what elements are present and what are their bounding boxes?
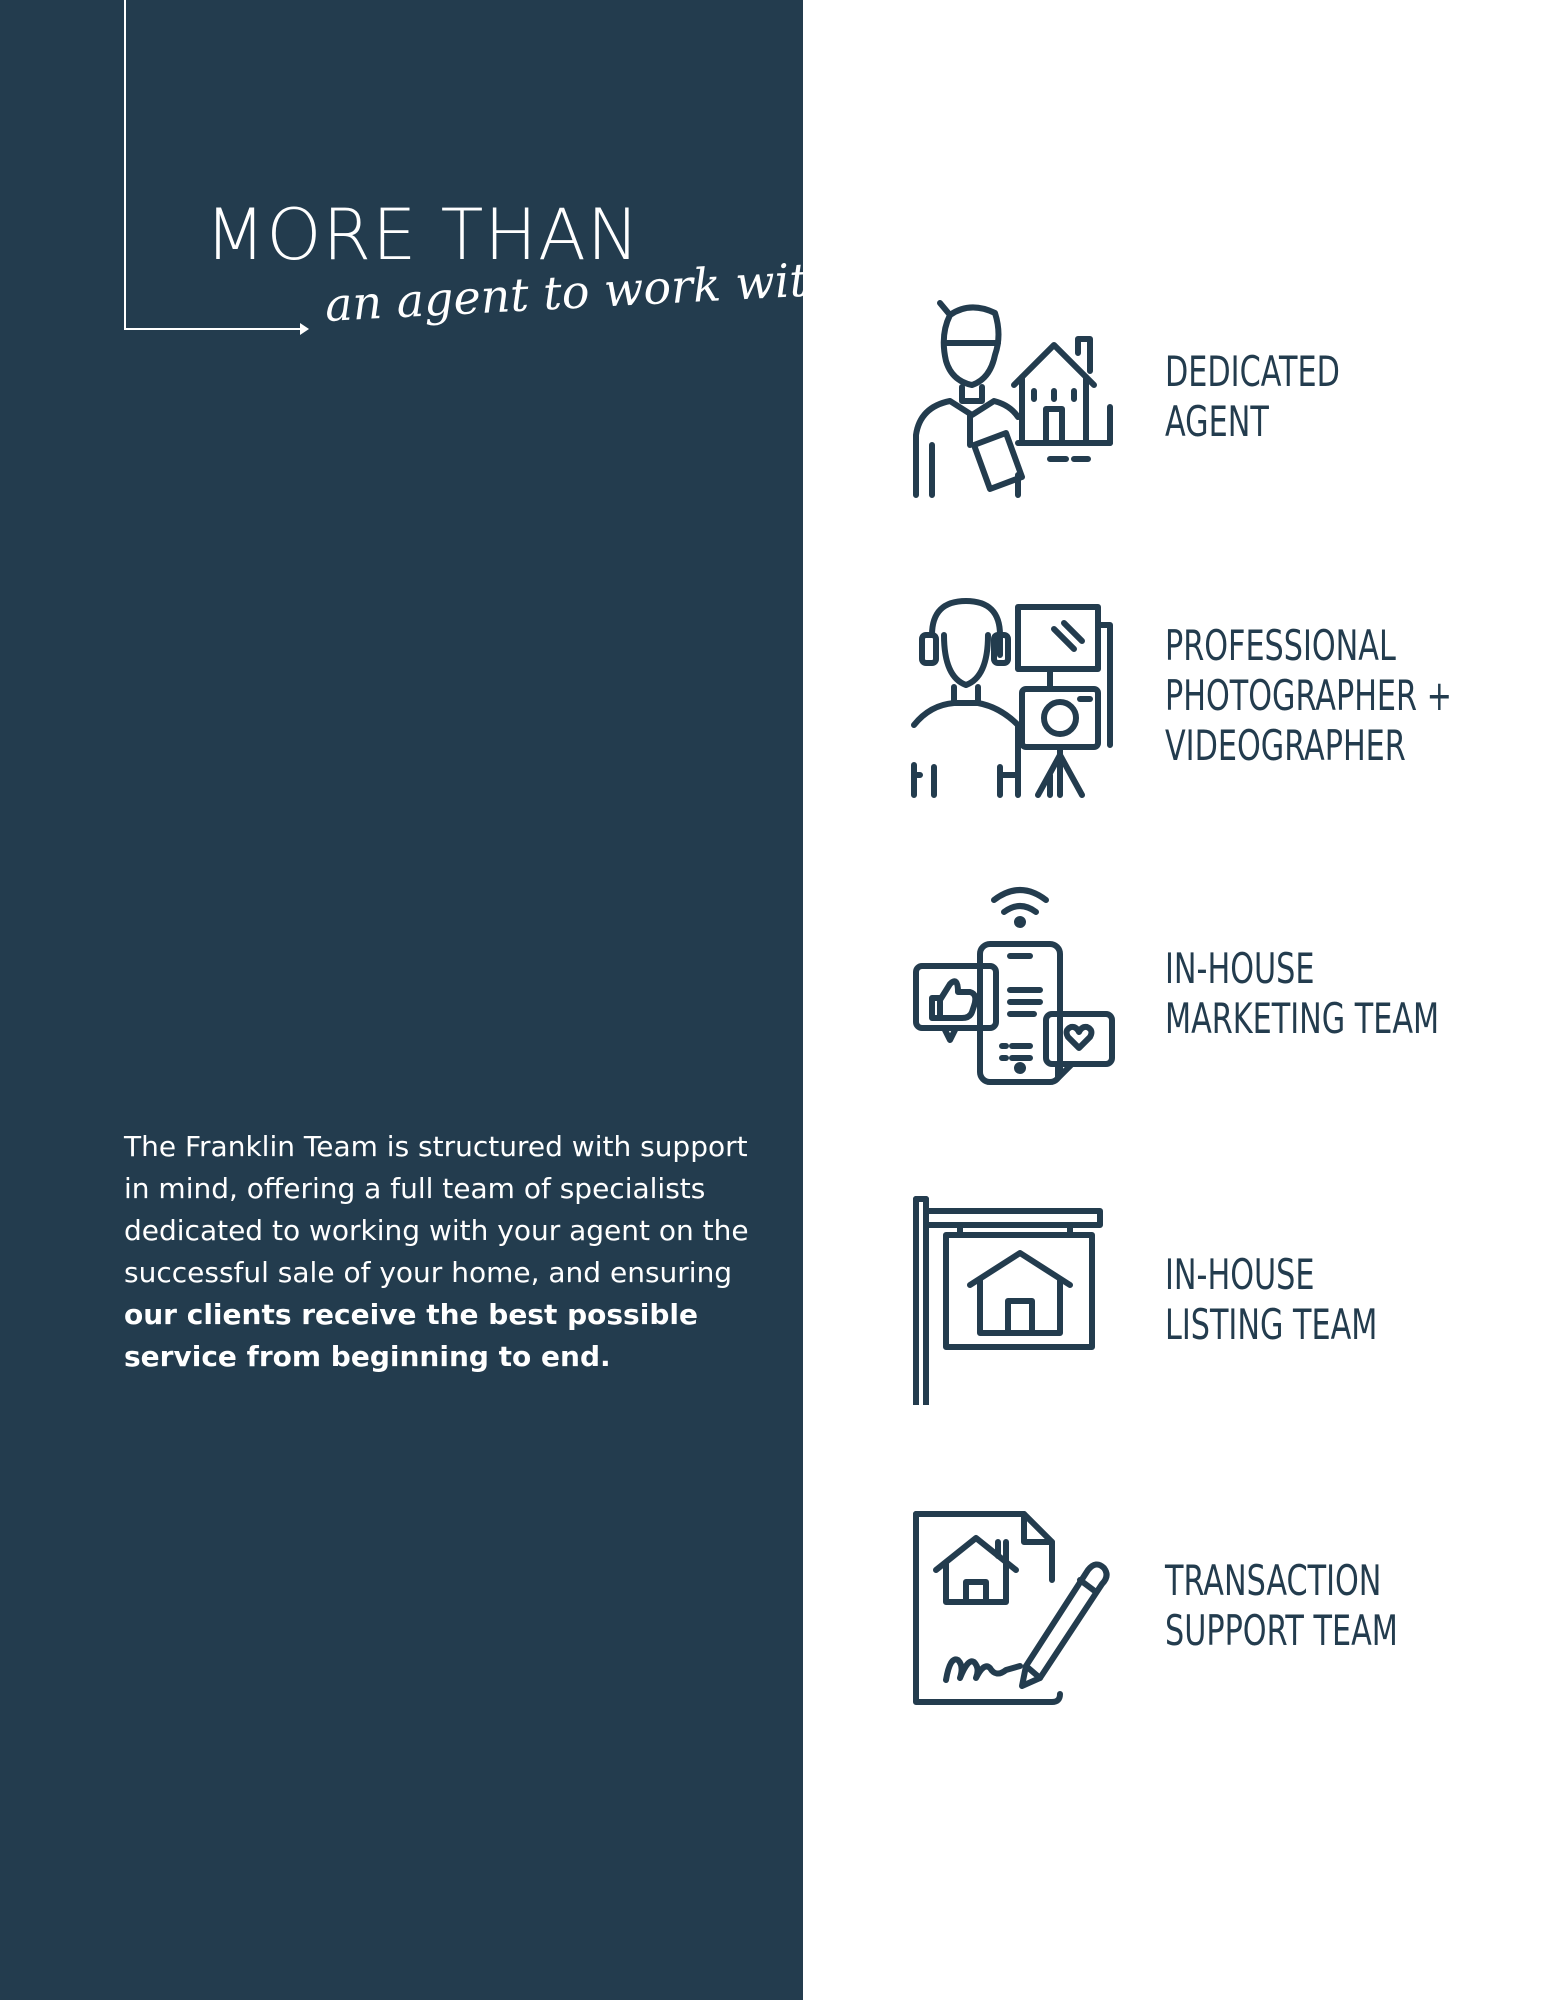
service-label-line: PHOTOGRAPHER + — [1165, 671, 1453, 720]
service-label-line: AGENT — [1165, 397, 1269, 446]
service-label: IN-HOUSE LISTING TEAM — [1165, 1250, 1377, 1350]
signed-document-icon — [910, 1510, 1120, 1720]
intro-text: The Franklin Team is structured with sup… — [124, 1130, 749, 1289]
photographer-camera-icon — [910, 595, 1120, 805]
left-panel: MORE THAN an agent to work with The Fran… — [0, 0, 803, 2000]
page-title: MORE THAN — [205, 194, 641, 276]
service-label-line: VIDEOGRAPHER — [1165, 721, 1406, 770]
service-label-line: TRANSACTION — [1165, 1556, 1382, 1605]
house-sign-icon — [910, 1195, 1120, 1405]
service-label: DEDICATED AGENT — [1165, 347, 1340, 447]
agent-house-icon — [910, 295, 1120, 505]
service-label: IN-HOUSE MARKETING TEAM — [1165, 944, 1439, 1044]
arrow-icon — [300, 323, 309, 335]
service-label-line: MARKETING TEAM — [1165, 994, 1440, 1043]
service-label-line: DEDICATED — [1165, 347, 1340, 396]
service-label-line: SUPPORT TEAM — [1165, 1606, 1398, 1655]
service-label: PROFESSIONAL PHOTOGRAPHER + VIDEOGRAPHER — [1165, 621, 1452, 771]
frame-line-vertical — [124, 0, 126, 330]
social-media-phone-icon — [910, 880, 1120, 1090]
intro-paragraph: The Franklin Team is structured with sup… — [124, 1126, 774, 1378]
frame-line-horizontal — [124, 328, 304, 330]
service-label: TRANSACTION SUPPORT TEAM — [1165, 1556, 1398, 1656]
intro-text-bold: our clients receive the best possible se… — [124, 1298, 698, 1373]
service-label-line: LISTING TEAM — [1165, 1300, 1378, 1349]
service-label-line: IN-HOUSE — [1165, 944, 1315, 993]
service-label-line: IN-HOUSE — [1165, 1250, 1315, 1299]
service-label-line: PROFESSIONAL — [1165, 621, 1396, 670]
